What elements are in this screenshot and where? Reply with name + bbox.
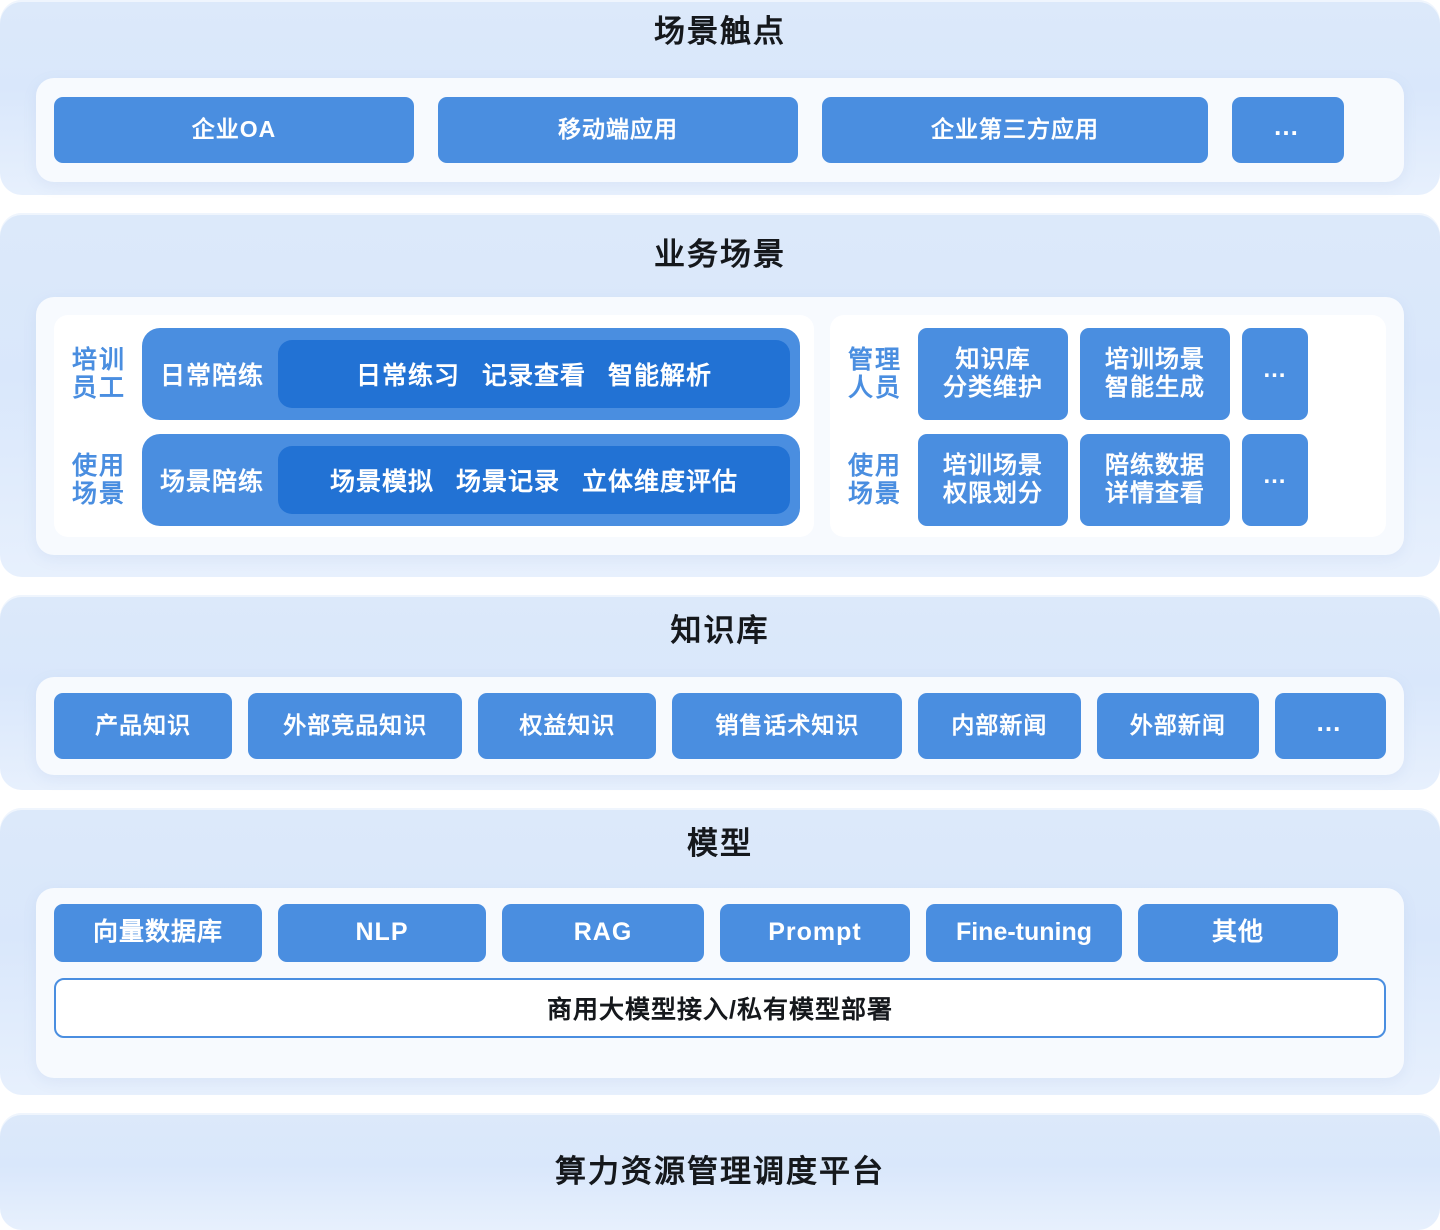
feature-multidimensional-evaluation[interactable]: 立体维度评估 [582,468,739,496]
usage-item-coaching-data-details[interactable]: 陪练数据 详情查看 [1080,434,1230,526]
business-row-usage-scenario: 使用 场景 场景陪练 场景模拟 场景记录 立体维度评估 [68,434,800,526]
model-deployment-bar[interactable]: 商用大模型接入/私有模型部署 [54,978,1386,1038]
business-row-admin-usage-scenario: 使用 场景 培训场景 权限划分 陪练数据 详情查看 … [844,434,1372,526]
model-card: 向量数据库 NLP RAG Prompt Fine-tuning 其他 商用大模… [36,888,1404,1078]
business-row-admin: 管理 人员 知识库 分类维护 培训场景 智能生成 … [844,328,1372,420]
section-model: 模型 向量数据库 NLP RAG Prompt Fine-tuning 其他 商… [0,808,1440,1113]
touchpoint-item-third-party-app[interactable]: 企业第三方应用 [822,97,1208,163]
section-touchpoints: 场景触点 企业OA 移动端应用 企业第三方应用 … [0,0,1440,213]
feature-smart-analysis[interactable]: 智能解析 [608,362,713,390]
scenario-coaching-pill[interactable]: 场景陪练 场景模拟 场景记录 立体维度评估 [142,434,800,526]
feature-scenario-record[interactable]: 场景记录 [456,468,561,496]
usage-item-training-scenario-permissions[interactable]: 培训场景 权限划分 [918,434,1068,526]
touchpoint-item-more[interactable]: … [1232,97,1344,163]
business-row-role-label: 培训 员工 [71,346,126,402]
kb-item-external-news[interactable]: 外部新闻 [1096,693,1260,759]
model-item-other[interactable]: 其他 [1138,904,1338,962]
admin-item-more[interactable]: … [1242,328,1308,420]
touchpoint-item-enterprise-oa[interactable]: 企业OA [54,97,414,163]
model-item-rag[interactable]: RAG [502,904,704,962]
panel-base-strip [26,193,1414,213]
scenario-coaching-lead-label: 场景陪练 [160,468,265,496]
kb-item-more[interactable]: … [1275,693,1386,759]
kb-item-external-competitor-knowledge[interactable]: 外部竞品知识 [248,693,463,759]
feature-daily-practice[interactable]: 日常练习 [355,362,460,390]
model-item-vector-database[interactable]: 向量数据库 [54,904,262,962]
panel-body: 算力资源管理调度平台 [0,1113,1440,1230]
business-row-trainee: 培训 员工 日常陪练 日常练习 记录查看 智能解析 [68,328,800,420]
business-row-role-label: 使用 场景 [71,452,126,508]
panel-body: 模型 向量数据库 NLP RAG Prompt Fine-tuning 其他 商… [0,808,1440,1095]
model-technique-row: 向量数据库 NLP RAG Prompt Fine-tuning 其他 [54,904,1386,962]
kb-item-benefits-knowledge[interactable]: 权益知识 [478,693,657,759]
panel-base-strip [26,575,1414,595]
model-item-fine-tuning[interactable]: Fine-tuning [926,904,1122,962]
usage-item-more[interactable]: … [1242,434,1308,526]
feature-record-view[interactable]: 记录查看 [482,362,587,390]
business-left-group: 培训 员工 日常陪练 日常练习 记录查看 智能解析 使用 场景 [54,315,814,537]
touchpoints-card: 企业OA 移动端应用 企业第三方应用 … [36,78,1404,182]
kb-item-sales-script-knowledge[interactable]: 销售话术知识 [672,693,903,759]
panel-base-strip [26,1093,1414,1113]
section-business-scenarios: 业务场景 培训 员工 日常陪练 日常练习 记录查看 智能解析 [0,213,1440,595]
knowledge-base-card: 产品知识 外部竞品知识 权益知识 销售话术知识 内部新闻 外部新闻 … [36,677,1404,775]
business-row-role-label: 使用 场景 [847,452,902,508]
kb-item-product-knowledge[interactable]: 产品知识 [54,693,233,759]
section-title-model: 模型 [687,826,753,861]
business-row-role-label: 管理 人员 [847,346,902,402]
business-right-group: 管理 人员 知识库 分类维护 培训场景 智能生成 … 使用 场景 培训场景 权限… [830,315,1386,537]
panel-base-strip [26,788,1414,808]
panel-body: 场景触点 企业OA 移动端应用 企业第三方应用 … [0,0,1440,195]
section-title-business-scenarios: 业务场景 [654,237,786,272]
feature-scenario-simulation[interactable]: 场景模拟 [329,468,434,496]
admin-item-kb-category-maintenance[interactable]: 知识库 分类维护 [918,328,1068,420]
panel-body: 知识库 产品知识 外部竞品知识 权益知识 销售话术知识 内部新闻 外部新闻 … [0,595,1440,790]
section-title-knowledge-base: 知识库 [670,613,770,648]
section-knowledge-base: 知识库 产品知识 外部竞品知识 权益知识 销售话术知识 内部新闻 外部新闻 … [0,595,1440,808]
model-item-prompt[interactable]: Prompt [720,904,910,962]
kb-item-internal-news[interactable]: 内部新闻 [918,693,1081,759]
daily-coaching-pill[interactable]: 日常陪练 日常练习 记录查看 智能解析 [142,328,800,420]
section-compute-platform: 算力资源管理调度平台 [0,1113,1440,1230]
touchpoint-item-mobile-app[interactable]: 移动端应用 [438,97,798,163]
model-item-nlp[interactable]: NLP [278,904,486,962]
scenario-coaching-features: 场景模拟 场景记录 立体维度评估 [278,446,790,514]
section-title-touchpoints: 场景触点 [654,14,786,49]
admin-item-training-scenario-generation[interactable]: 培训场景 智能生成 [1080,328,1230,420]
panel-body: 业务场景 培训 员工 日常陪练 日常练习 记录查看 智能解析 [0,213,1440,577]
daily-coaching-lead-label: 日常陪练 [160,362,265,390]
daily-coaching-features: 日常练习 记录查看 智能解析 [278,340,790,408]
section-title-compute-platform: 算力资源管理调度平台 [555,1154,885,1189]
business-scenarios-card: 培训 员工 日常陪练 日常练习 记录查看 智能解析 使用 场景 [36,297,1404,555]
